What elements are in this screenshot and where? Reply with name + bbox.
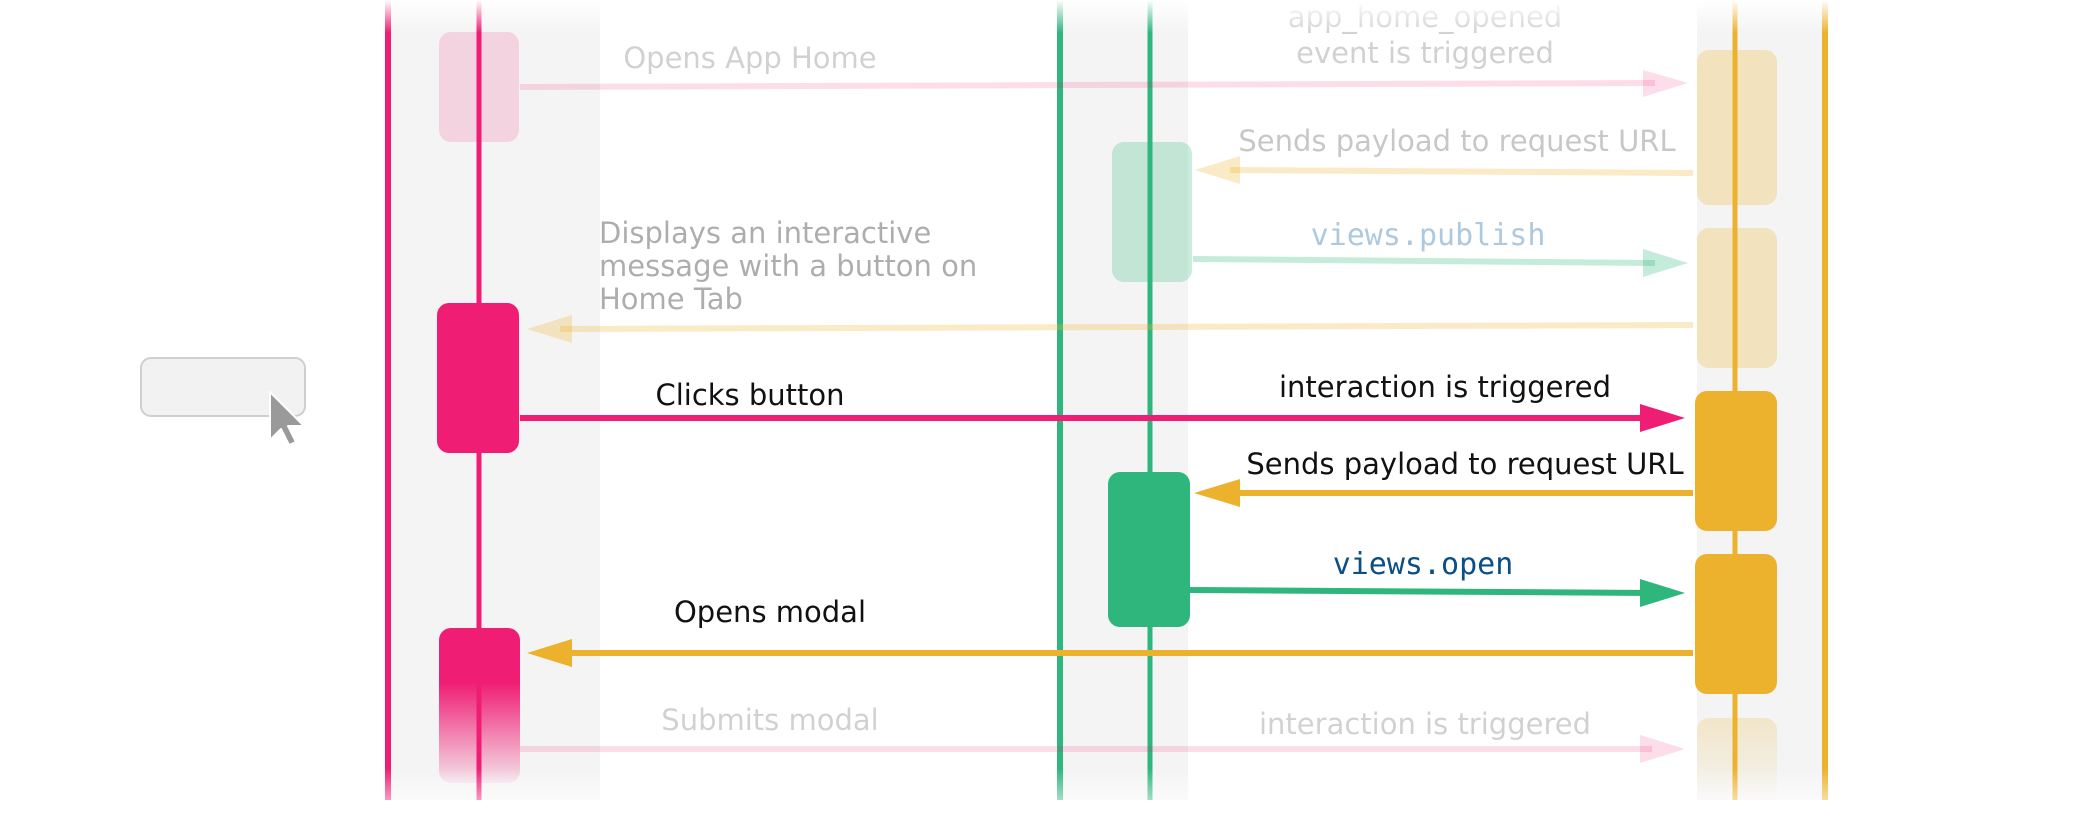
slack-activation-2 [1108,472,1190,627]
displays-message-arrow [559,322,1694,332]
clicks-button-label: Clicks button [655,378,844,412]
user-activation-2 [437,303,519,453]
views-publish-label: views.publish [1311,218,1546,253]
user-activation-3 [439,628,520,783]
interaction-triggered-2-label: interaction is triggered [1259,707,1591,741]
app-home-opened-label-line2: event is triggered [1296,36,1554,70]
submits-modal-arrowhead [1640,735,1685,763]
sends-payload-2-arrowhead [1194,479,1240,507]
opens-app-home-arrowhead [1643,70,1688,97]
views-open-label: views.open [1333,547,1514,582]
app-activation-3 [1695,391,1777,531]
submits-modal-label: Submits modal [661,703,878,737]
slack-activation-1 [1112,142,1192,282]
interaction-triggered-1-label: interaction is triggered [1279,370,1611,404]
views-open-arrowhead [1640,579,1685,607]
clicks-button-arrowhead [1640,404,1685,432]
sends-payload-1-arrowhead [1195,156,1240,184]
user-activation-1 [439,32,519,142]
app-activation-5 [1697,718,1777,798]
displays-message-label-line2: message with a button on [599,249,977,283]
opens-app-home-arrow [519,80,1656,90]
displays-message-label-line3: Home Tab [599,282,743,316]
sends-payload-1-label: Sends payload to request URL [1238,124,1675,158]
displays-message-label-line1: Displays an interactive [599,216,931,250]
opens-app-home-label: Opens App Home [623,41,876,75]
views-open-arrow [1189,587,1653,596]
sends-payload-2-label: Sends payload to request URL [1246,447,1683,481]
slack-column-background [1060,0,1188,800]
app-activation-4 [1695,554,1777,694]
views-publish-arrowhead [1643,249,1688,277]
app-activation-1 [1697,50,1777,205]
app-home-opened-label-line1: app_home_opened [1288,0,1562,34]
sends-payload-1-arrow [1229,167,1694,176]
views-publish-arrow [1192,256,1656,266]
app-activation-2 [1697,228,1777,368]
opens-modal-label: Opens modal [674,595,866,629]
